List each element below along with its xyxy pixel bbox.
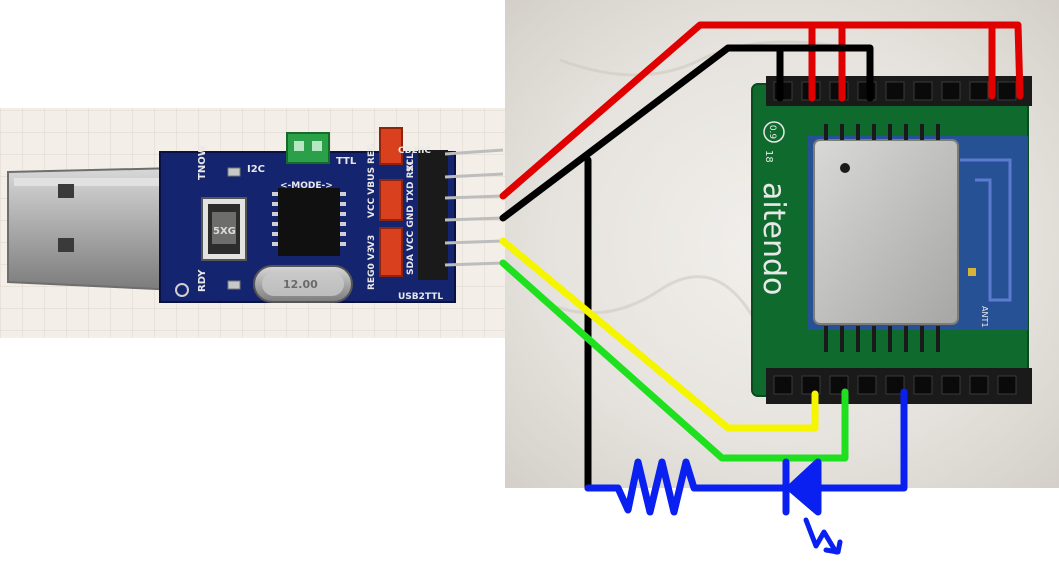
silk-usb2ttl: USB2TTL <box>398 292 443 302</box>
antenna-label: ANT1 <box>980 306 989 327</box>
silk-i2c: I2C <box>247 164 265 175</box>
board-year: 18 <box>763 150 774 163</box>
led-wire <box>584 388 908 516</box>
silk-pin-names: SDA VCC GND TXD RXI <box>406 161 416 275</box>
usb-adapter-photo: TNOW RDY I2C TTL <-MODE-> 5XG 12.00 VCC … <box>0 108 505 338</box>
silk-ttl: TTL <box>336 156 357 167</box>
ch341-ic <box>272 188 346 256</box>
rf-shield <box>813 139 959 325</box>
silk-crystal: 12.00 <box>283 278 318 291</box>
silk-txd: TNOW <box>197 145 208 180</box>
antenna-pad <box>968 268 976 276</box>
fuse <box>201 197 247 261</box>
version-circle <box>763 121 785 143</box>
silk-v3: V3 <box>367 235 377 248</box>
txd-led <box>227 167 241 177</box>
led-emission-arrow <box>803 517 843 555</box>
pin1-dot <box>840 163 850 173</box>
gnd-wire <box>499 44 874 222</box>
pcb-antenna-trace <box>960 158 1012 302</box>
silk-cb2iic: CB2IIC <box>398 146 431 156</box>
silk-reg-row: REG0 V3 <box>367 247 377 290</box>
silk-fuse: 5XG <box>213 226 236 237</box>
vcc-wire <box>499 21 1024 200</box>
rdy-led <box>227 280 241 290</box>
voltage-jumpers <box>379 127 403 277</box>
led-diode-symbol <box>782 458 822 516</box>
mode-jumper <box>286 132 330 164</box>
crystal-oscillator <box>253 265 353 303</box>
rx-wire <box>499 259 849 462</box>
board-version: 0.9 <box>767 125 777 140</box>
adapter-header-pins <box>444 148 504 267</box>
adapter-pin-header <box>418 150 448 280</box>
mount-hole <box>175 283 189 297</box>
silk-scl: SCL <box>406 153 416 172</box>
silk-rdy: RDY <box>197 269 208 292</box>
silk-mode: <-MODE-> <box>280 181 333 191</box>
tx-wire <box>499 237 819 432</box>
brand-logo-text: aitendo <box>756 182 791 295</box>
silk-power-row: VCC VBUS REG <box>367 143 377 218</box>
